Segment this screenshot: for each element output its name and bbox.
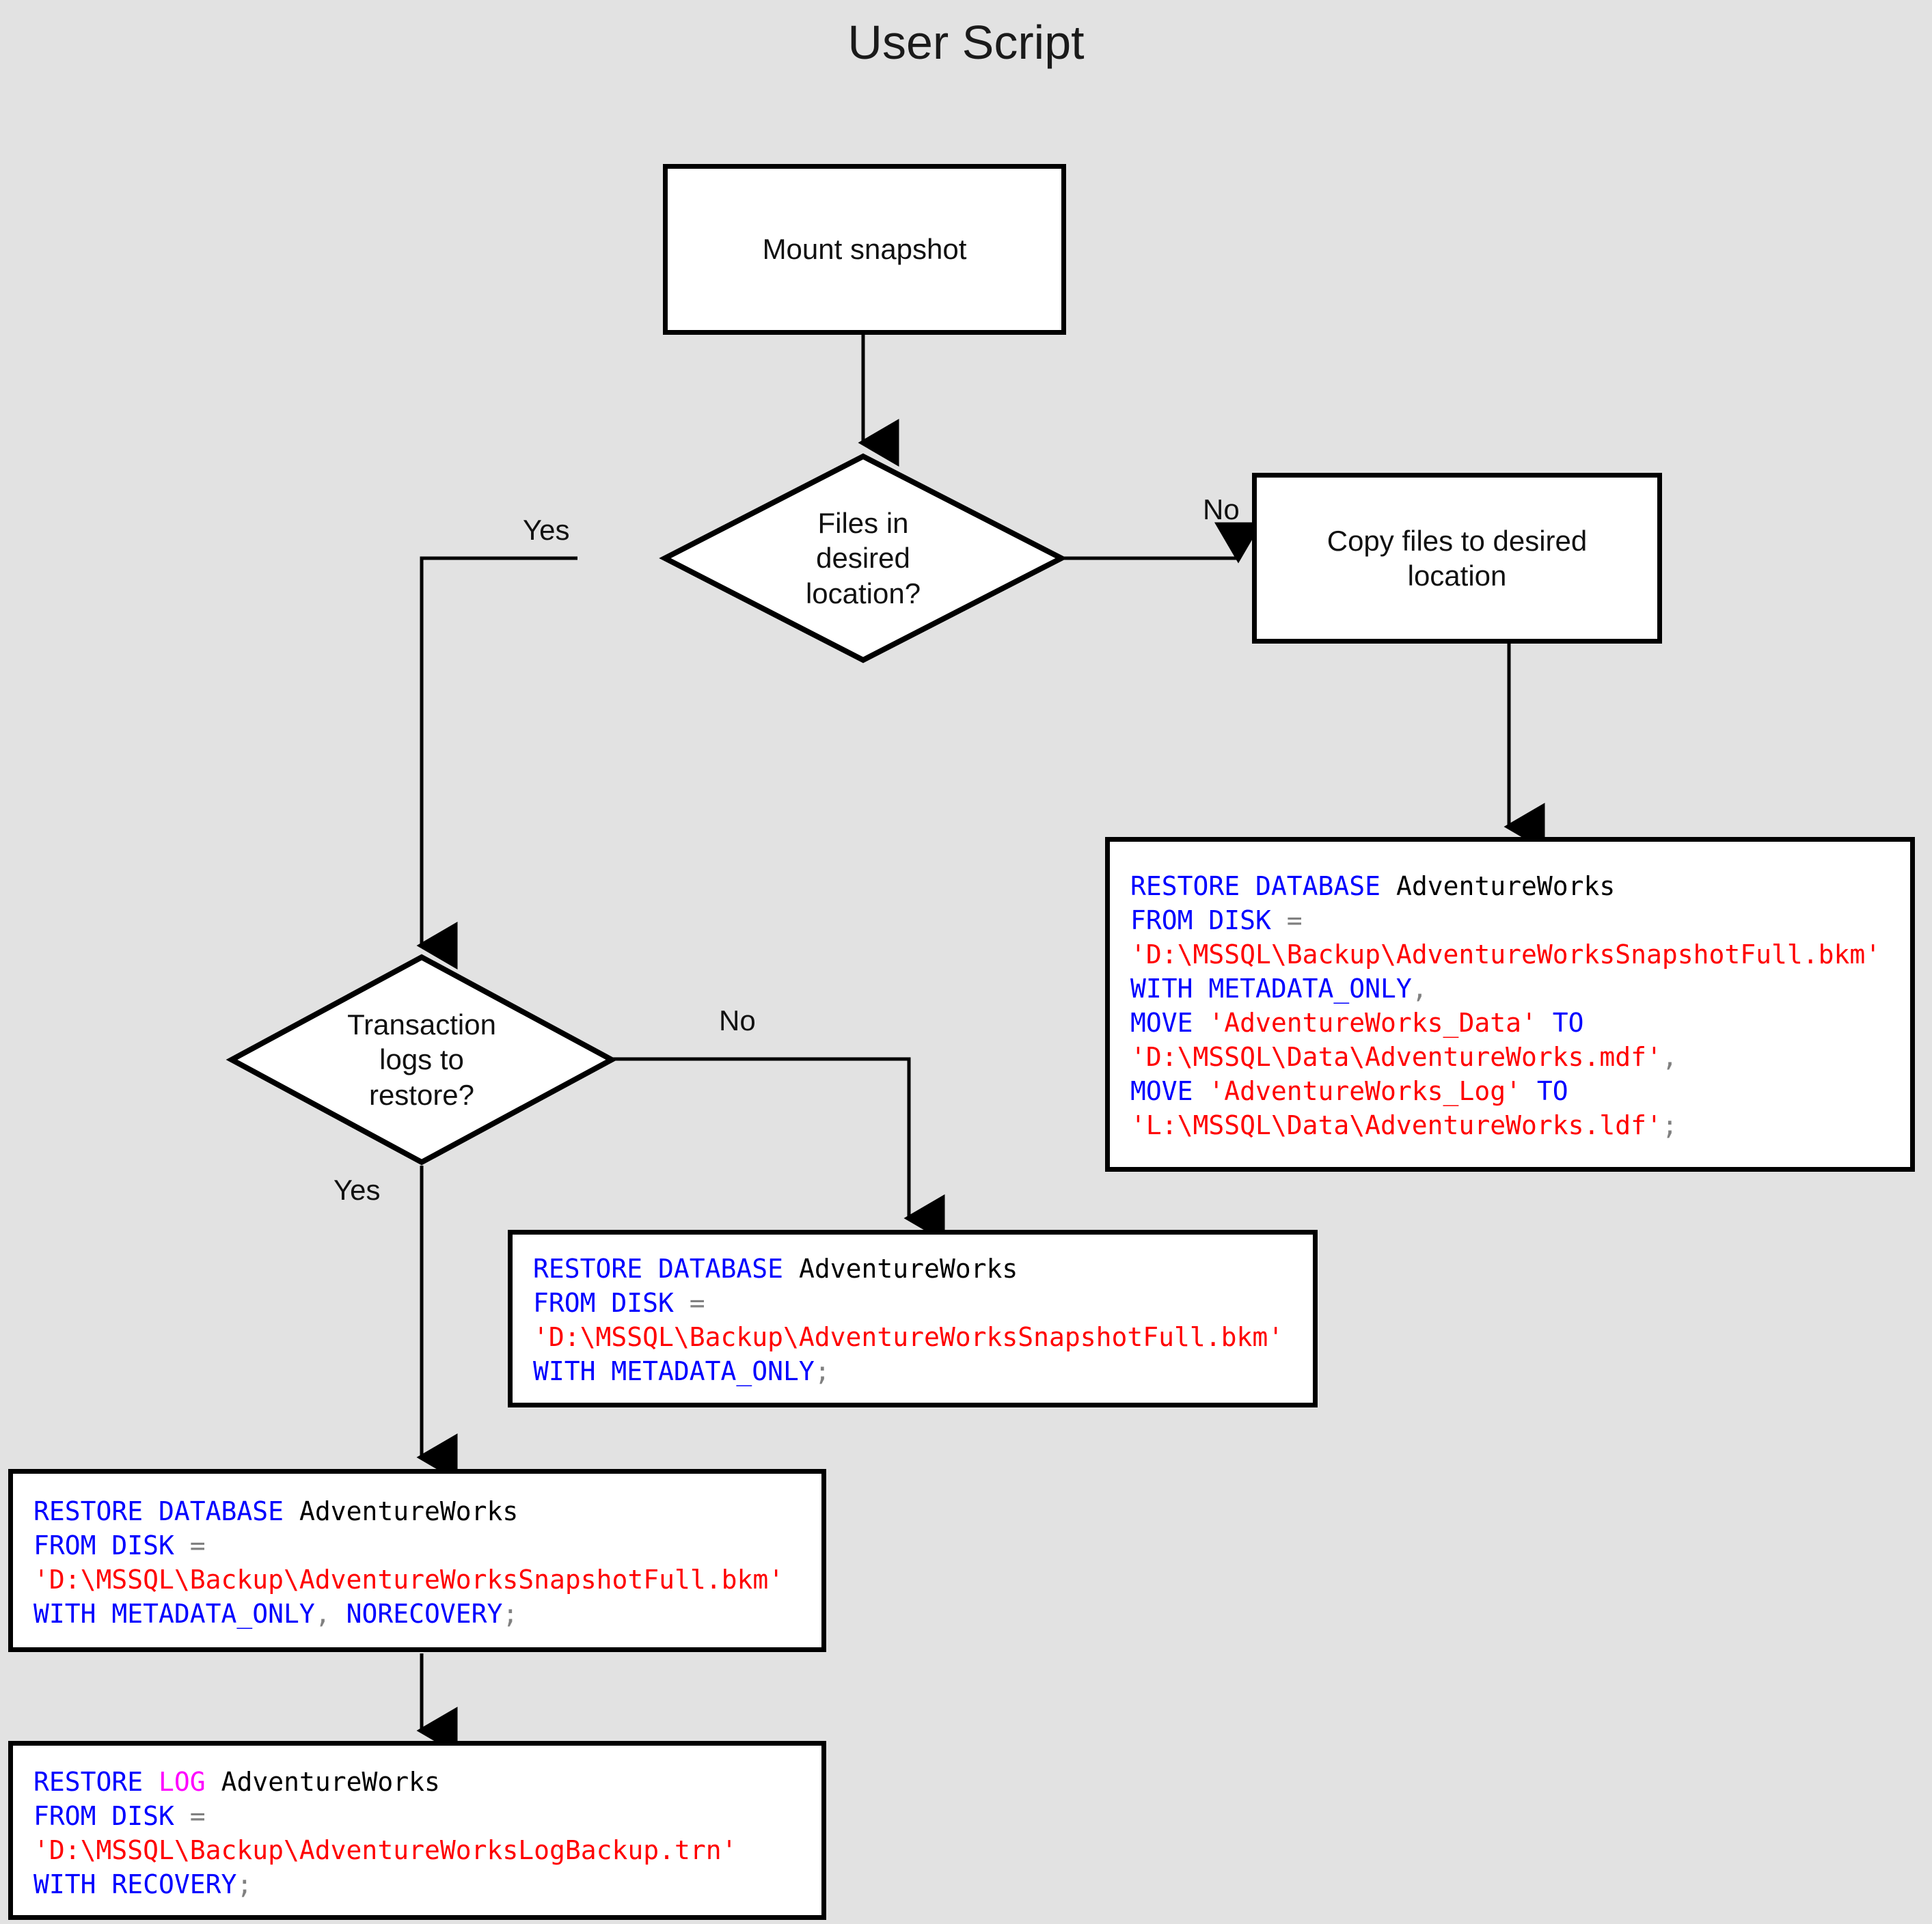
- code-block-restore-norecovery[interactable]: RESTORE DATABASE AdventureWorks FROM DIS…: [8, 1469, 826, 1652]
- page-title: User Script: [847, 16, 1085, 69]
- code-restore-norecovery-text: RESTORE DATABASE AdventureWorks FROM DIS…: [33, 1496, 785, 1629]
- decision-transaction-logs[interactable]: [226, 954, 618, 1166]
- edge-label-logs-yes: Yes: [334, 1174, 381, 1206]
- edge-label-files-no: No: [1203, 493, 1240, 525]
- edge-files-yes: [416, 556, 577, 970]
- process-copy-files[interactable]: [1252, 473, 1662, 644]
- edge-label-logs-no: No: [719, 1004, 756, 1036]
- code-block-restore-metadata-only[interactable]: RESTORE DATABASE AdventureWorks FROM DIS…: [508, 1230, 1318, 1407]
- edge-logs-no: [613, 1057, 945, 1242]
- code-restore-metadata-only-text: RESTORE DATABASE AdventureWorks FROM DIS…: [533, 1254, 1284, 1386]
- code-restore-log-text: RESTORE LOG AdventureWorks FROM DISK = '…: [33, 1767, 737, 1899]
- process-mount-snapshot[interactable]: [663, 164, 1066, 335]
- edge-label-files-yes: Yes: [523, 514, 570, 546]
- code-restore-with-move-text: RESTORE DATABASE AdventureWorks FROM DIS…: [1130, 871, 1881, 1140]
- code-block-restore-with-move[interactable]: RESTORE DATABASE AdventureWorks FROM DIS…: [1105, 837, 1915, 1172]
- code-block-restore-log[interactable]: RESTORE LOG AdventureWorks FROM DISK = '…: [8, 1741, 826, 1920]
- decision-files-in-location[interactable]: [659, 453, 1067, 663]
